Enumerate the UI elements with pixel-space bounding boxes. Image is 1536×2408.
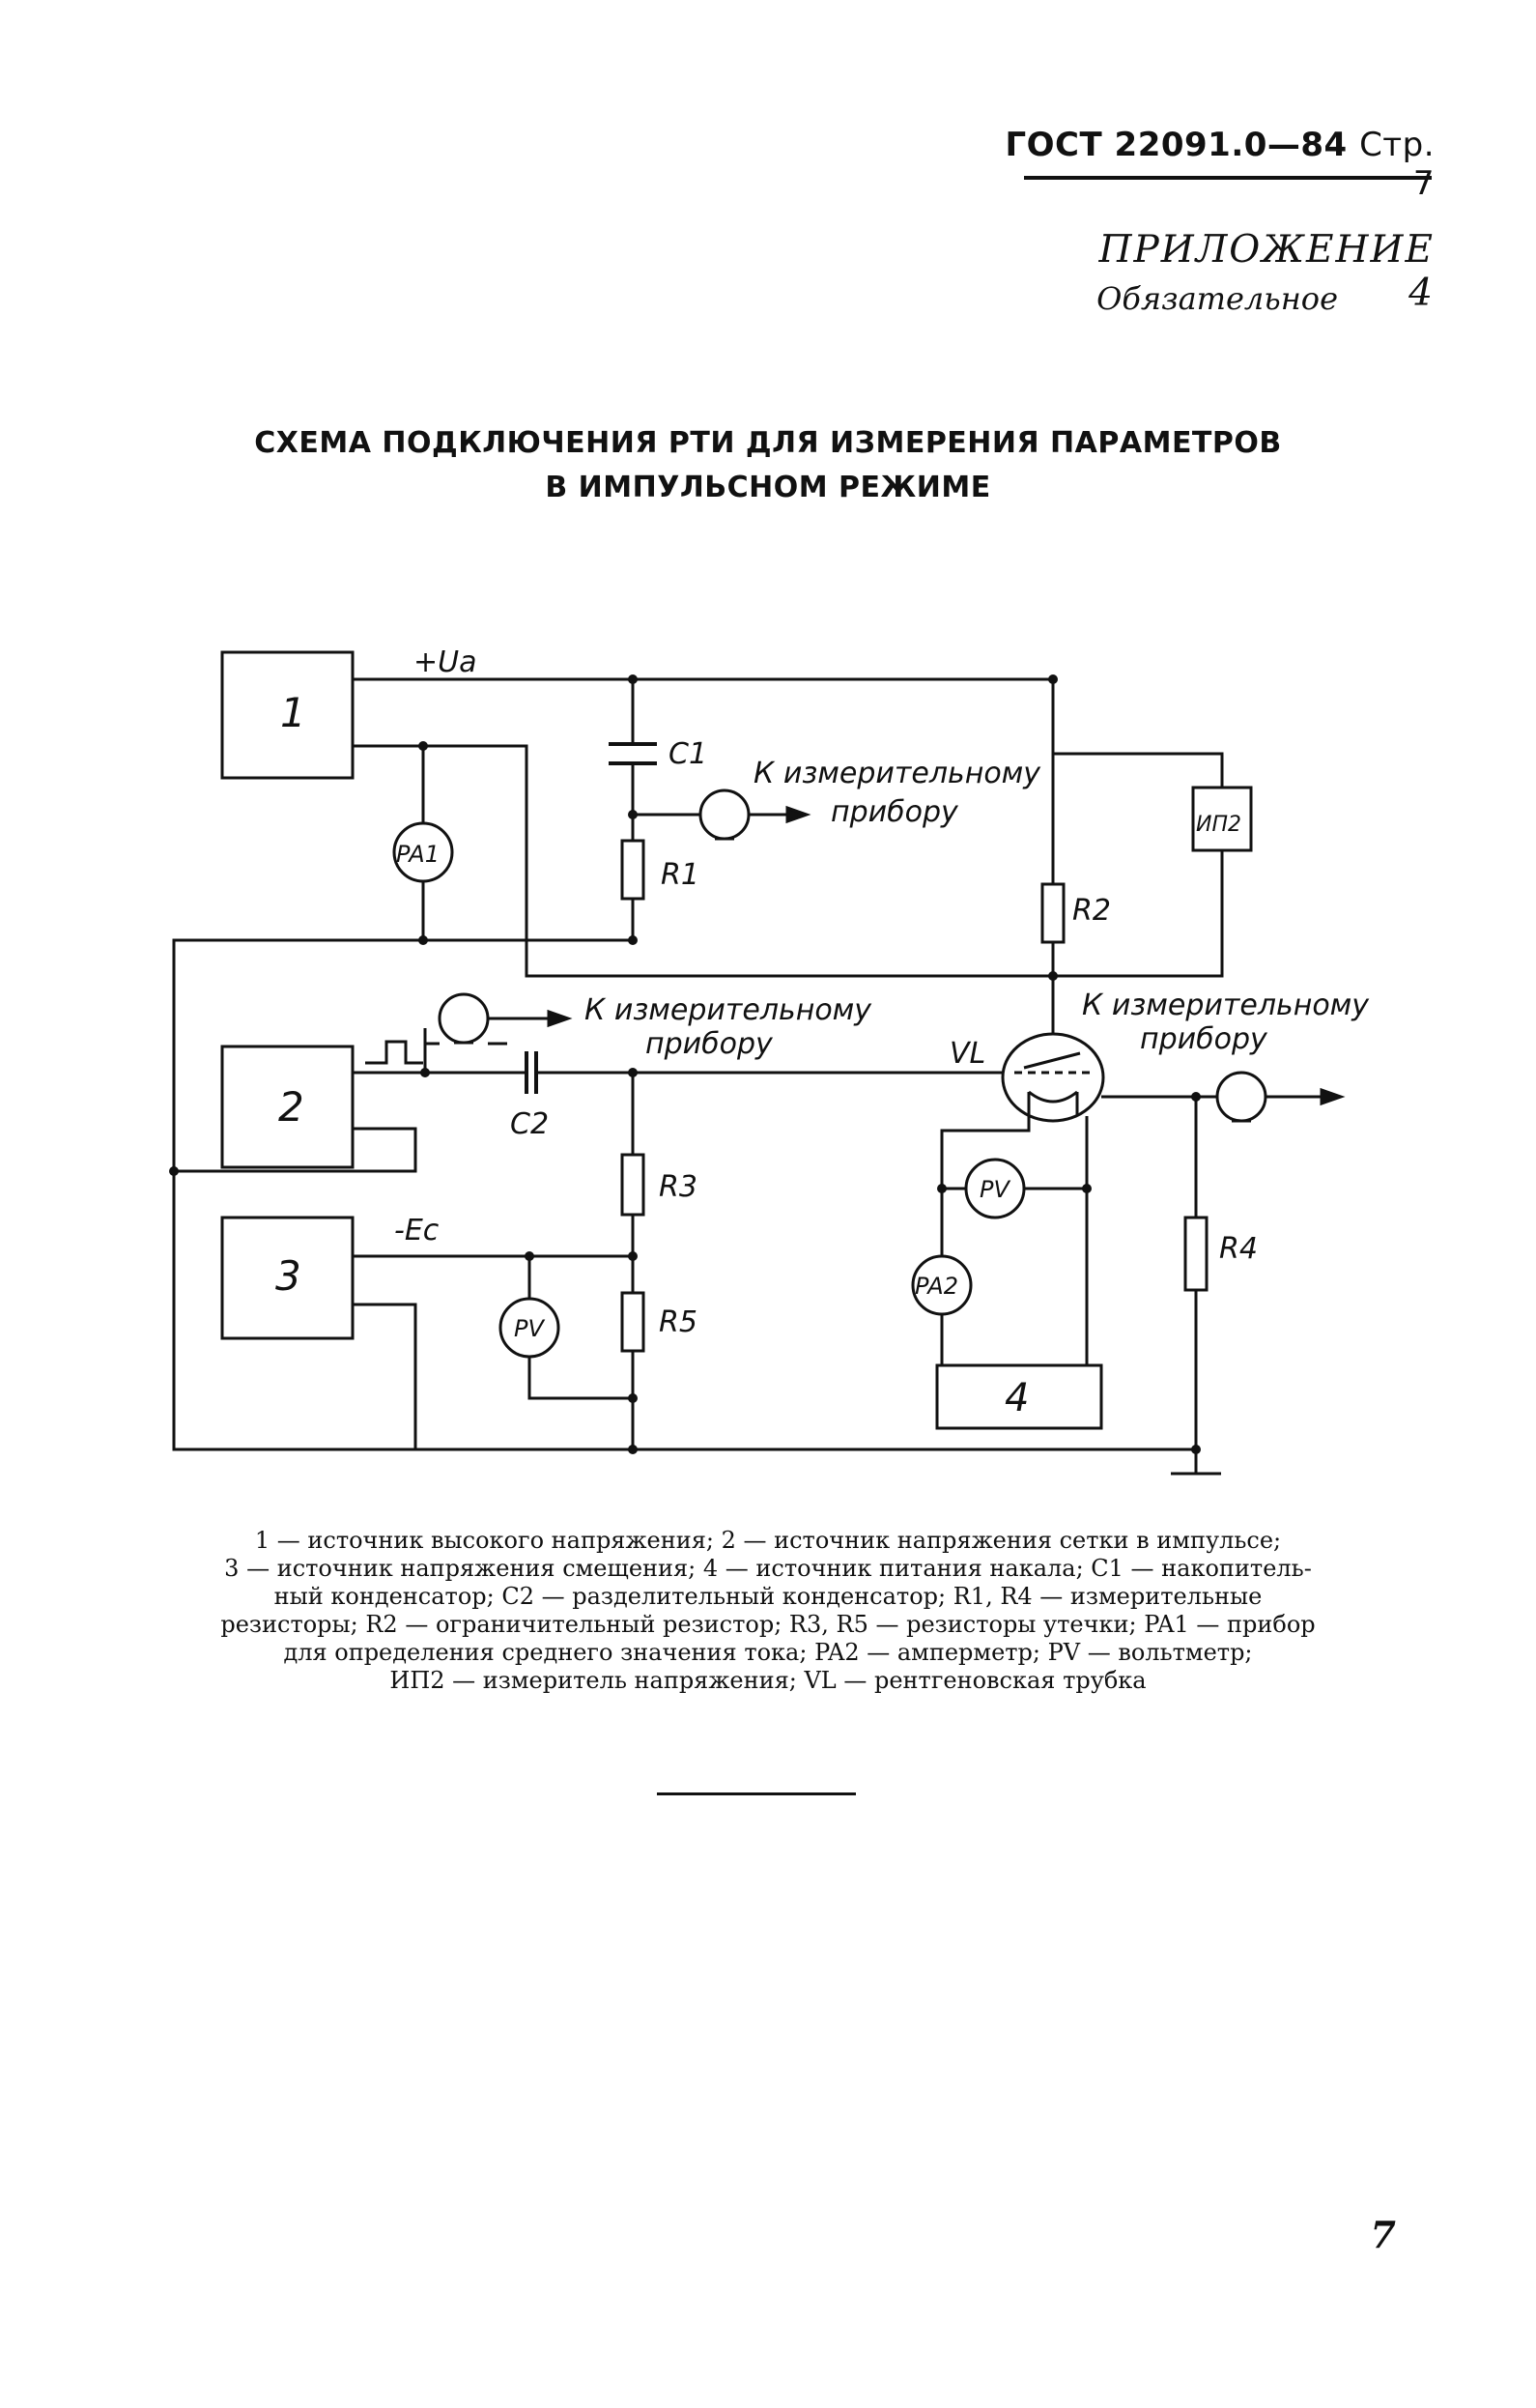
meter-pv-tube xyxy=(964,1158,1026,1219)
label-pa1: PA1 xyxy=(396,841,440,868)
caption-line: резисторы; R2 — ограничительный резистор… xyxy=(220,1611,1316,1638)
appendix-title: ПРИЛОЖЕНИЕ 4 xyxy=(1098,228,1435,315)
caption-line: 3 — источник напряжения смещения; 4 — ис… xyxy=(224,1555,1312,1582)
label-c1: C1 xyxy=(668,737,707,771)
xray-tube-vl xyxy=(1001,1032,1105,1123)
resistor-r5 xyxy=(620,1291,645,1353)
figure-caption: 1 — источник высокого напряжения; 2 — ис… xyxy=(145,1527,1391,1695)
label-to-meter-1a: К измерительному xyxy=(754,757,1041,790)
label-ip2: ИП2 xyxy=(1196,813,1241,837)
label-block-4: 4 xyxy=(1005,1376,1029,1420)
pulse-symbol xyxy=(365,1040,423,1065)
label-r5: R5 xyxy=(659,1305,697,1339)
label-block-3: 3 xyxy=(275,1252,301,1300)
label-ua: +Ua xyxy=(413,645,476,679)
page-label: Стр. 7 xyxy=(1359,126,1435,203)
page-title: СХЕМА ПОДКЛЮЧЕНИЯ РТИ ДЛЯ ИЗМЕРЕНИЯ ПАРА… xyxy=(174,421,1362,510)
label-r4: R4 xyxy=(1219,1232,1258,1266)
header-rule xyxy=(1024,176,1432,180)
label-r1: R1 xyxy=(661,858,699,892)
arrow-grid xyxy=(547,1009,573,1028)
label-to-meter-3a: К измерительному xyxy=(1082,989,1370,1022)
label-r2: R2 xyxy=(1072,894,1111,928)
resistor-r4 xyxy=(1183,1216,1209,1292)
caption-line: ный конденсатор; C2 — разделительный кон… xyxy=(273,1583,1263,1610)
capacitors xyxy=(525,742,657,1094)
coax-connector-output xyxy=(1215,1071,1267,1123)
coax-connector-c1 xyxy=(698,788,751,841)
wires xyxy=(172,650,1299,1476)
label-to-meter-2b: прибору xyxy=(645,1027,774,1061)
title-line-1: СХЕМА ПОДКЛЮЧЕНИЯ РТИ ДЛЯ ИЗМЕРЕНИЯ ПАРА… xyxy=(254,426,1282,460)
label-block-1: 1 xyxy=(280,689,306,736)
junction-dots xyxy=(169,674,1201,1454)
arrow-c1 xyxy=(785,805,811,824)
meter-pa1 xyxy=(392,821,454,883)
block-3 xyxy=(220,1216,355,1340)
label-vl: VL xyxy=(950,1037,985,1071)
bottom-rule xyxy=(657,1792,856,1795)
arrow-output xyxy=(1320,1087,1346,1106)
caption-line: для определения среднего значения тока; … xyxy=(283,1639,1253,1666)
label-pv-tube: PV xyxy=(980,1176,1010,1203)
label-block-2: 2 xyxy=(278,1083,304,1131)
page-number: 7 xyxy=(1370,2213,1396,2256)
title-line-2: В ИМПУЛЬСНОМ РЕЖИМЕ xyxy=(545,471,991,504)
label-r3: R3 xyxy=(659,1170,697,1204)
label-pv-grid: PV xyxy=(514,1315,545,1342)
caption-line: ИП2 — измеритель напряжения; VL — рентге… xyxy=(389,1667,1147,1694)
standard-number: ГОСТ 22091.0—84 xyxy=(1005,126,1348,164)
meter-pv-grid xyxy=(498,1297,560,1359)
diagram-labels: +Ua 1 2 3 4 C1 C2 R1 R2 R3 R4 R5 PA1 PV … xyxy=(275,645,1370,1420)
label-pa2: PA2 xyxy=(915,1273,958,1300)
label-ec: -Ec xyxy=(394,1214,440,1247)
block-2 xyxy=(220,1045,355,1169)
resistors xyxy=(620,786,1253,1353)
label-to-meter-3b: прибору xyxy=(1140,1022,1268,1056)
arrows xyxy=(488,805,1346,1106)
meter-pa2 xyxy=(911,1254,973,1316)
coax-connector-grid xyxy=(438,992,490,1045)
caption-line: 1 — источник высокого напряжения; 2 — ис… xyxy=(254,1527,1282,1554)
label-to-meter-2a: К измерительному xyxy=(584,993,872,1027)
resistor-r1 xyxy=(620,839,645,901)
block-1 xyxy=(220,650,355,780)
document-header: ГОСТ 22091.0—84 Стр. 7 xyxy=(976,126,1435,203)
label-to-meter-1b: прибору xyxy=(831,795,959,829)
resistor-r3 xyxy=(620,1153,645,1217)
meters xyxy=(392,821,1026,1359)
resistor-r2 xyxy=(1040,882,1066,944)
meter-ip2-box xyxy=(1191,786,1253,852)
label-c2: C2 xyxy=(510,1107,549,1141)
block-4 xyxy=(935,1363,1103,1430)
appendix-subtitle: Обязательное xyxy=(1096,280,1338,317)
